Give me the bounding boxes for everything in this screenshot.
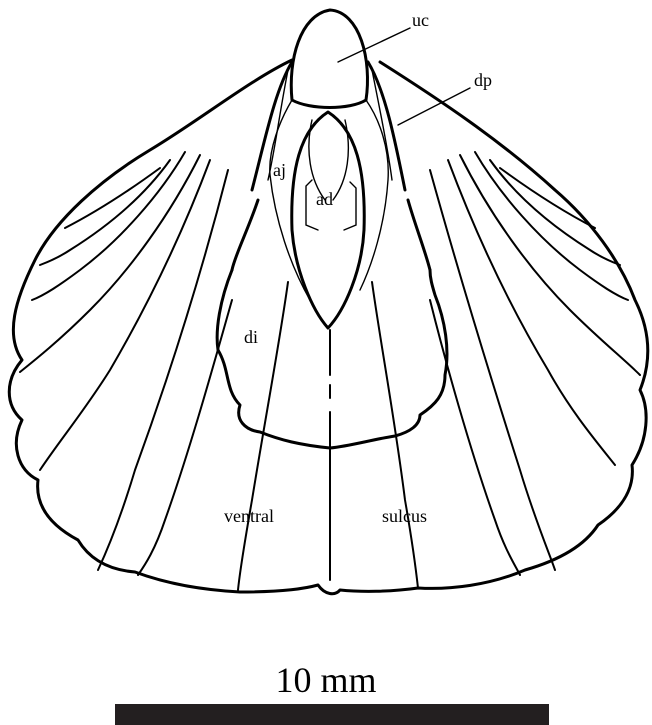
disc-outline — [217, 270, 447, 448]
label-aj: aj — [273, 160, 286, 180]
rib-left-4 — [32, 152, 185, 300]
rib-right-7 — [430, 300, 520, 575]
leader-line-uc — [338, 28, 410, 62]
label-sulcus: sulcus — [382, 506, 427, 526]
label-ventral: ventral — [224, 506, 274, 526]
dorsal-plate-right-inner — [372, 70, 392, 180]
label-ad: ad — [316, 189, 333, 209]
leader-line-dp — [398, 88, 470, 125]
rib-left-2 — [40, 160, 210, 470]
adductor-bracket-right — [344, 182, 356, 230]
rib-left-3 — [20, 155, 200, 372]
scale-bar — [115, 704, 549, 725]
rib-left-1 — [98, 170, 228, 570]
adductor-oval — [292, 112, 364, 328]
label-uc: uc — [412, 10, 429, 30]
label-di: di — [244, 327, 258, 347]
umbo-cap — [291, 10, 367, 108]
adductor-inner-left — [309, 120, 325, 200]
rib-center-right — [372, 282, 418, 588]
scale-bar-label: 10 mm — [275, 660, 376, 700]
rib-right-3 — [460, 155, 640, 375]
label-dp: dp — [474, 70, 492, 90]
